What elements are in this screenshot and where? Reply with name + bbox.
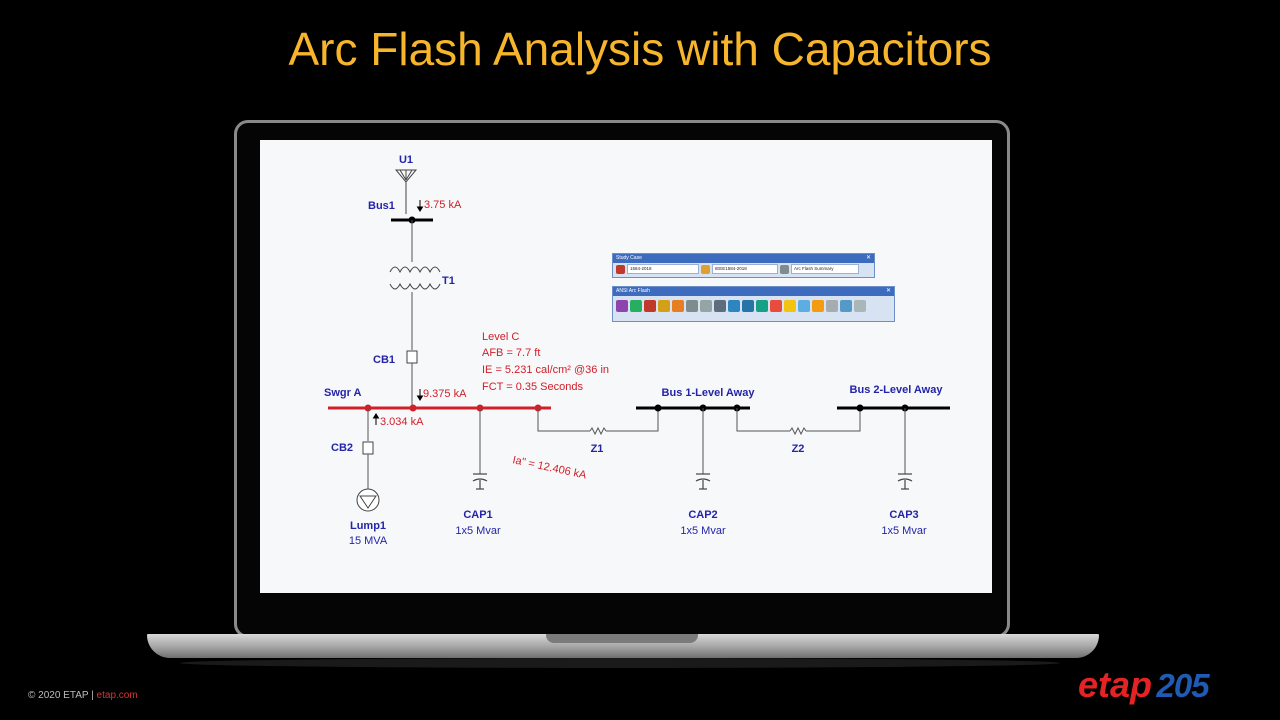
lump-rating: 15 MVA [349,535,388,547]
transformer-label: T1 [442,275,455,287]
cap2-rating: 1x5 Mvar [680,525,726,537]
z2-label: Z2 [792,443,805,455]
swgr-current-top: 9.375 kA [423,388,467,400]
cap1-rating: 1x5 Mvar [455,525,501,537]
result-fct: FCT = 0.35 Seconds [482,381,583,393]
swgr-current-bottom: 3.034 kA [380,416,424,428]
cap3-label: CAP3 [889,509,918,521]
bus-two-away-label: Bus 2-Level Away [850,384,944,396]
export-icon[interactable] [840,300,852,312]
tool-icon[interactable] [686,300,698,312]
utility-label: U1 [399,154,413,166]
laptop-notch [546,634,698,643]
etap-logo-word: etap [1078,664,1153,705]
study-case-toolbar-titlebar[interactable]: Study Case ✕ [613,254,874,263]
ruler-icon[interactable] [700,300,712,312]
etap-logo: etap 205 [1078,664,1248,710]
lump-load-icon[interactable] [356,488,380,512]
settings-icon[interactable] [854,300,866,312]
cap3-capacitor-icon[interactable] [897,473,913,490]
bus1-fault-current: 3.75 kA [424,199,462,211]
z1-impedance-icon[interactable] [589,426,607,436]
swgr-node-t1 [409,404,417,412]
cb2-label: CB2 [331,442,353,454]
study-case-toolbar-title: Study Case [616,255,642,261]
one-line-diagram-canvas[interactable]: U1 Bus1 3.75 kA T1 CB1 Swgr A 9.375 kA [260,140,992,593]
edit-icon[interactable] [658,300,670,312]
footer-separator: | [91,690,94,701]
footer: © 2020 ETAP | etap.com [28,690,138,701]
utility-icon[interactable] [394,169,418,214]
alert-icon[interactable] [644,300,656,312]
label-icon[interactable] [756,300,768,312]
report-icon[interactable] [780,264,789,274]
bus1-label: Bus1 [368,200,395,212]
z1-label: Z1 [591,443,604,455]
transformer-icon[interactable] [389,266,441,290]
bus-two-away-node-z2 [856,404,864,412]
cap3-rating: 1x5 Mvar [881,525,927,537]
standard-select[interactable]: IEEE1584-2018 [712,264,778,274]
footer-copyright: © 2020 ETAP [28,690,89,701]
bus-one-away-label: Bus 1-Level Away [662,387,756,399]
help-icon[interactable] [812,300,824,312]
one-line-diagram: U1 Bus1 3.75 kA T1 CB1 Swgr A 9.375 kA [324,154,950,547]
study-case-close-icon[interactable]: ✕ [865,255,871,261]
cap1-label: CAP1 [463,509,492,521]
run-arc-flash-icon[interactable] [616,300,628,312]
study-case-row: 1584-2018 IEEE1584-2018 Arc Flash Summar… [613,263,874,275]
cap1-capacitor-icon[interactable] [472,473,488,490]
bus-icon[interactable] [630,300,642,312]
warning-icon[interactable] [770,300,782,312]
globe-icon[interactable] [742,300,754,312]
stop-icon[interactable] [826,300,838,312]
cap2-capacitor-icon[interactable] [695,473,711,490]
image-icon[interactable] [784,300,796,312]
cb2-breaker-icon[interactable] [362,441,374,455]
bus-one-away-node-z1 [654,404,662,412]
swgr-arrow-bottom-icon [372,413,380,425]
footer-link[interactable]: etap.com [96,690,138,701]
arc-flash-close-icon[interactable]: ✕ [885,288,891,294]
cb1-breaker-icon[interactable] [406,350,418,364]
report-icon[interactable] [798,300,810,312]
result-level: Level C [482,331,519,343]
slide-title: Arc Flash Analysis with Capacitors [288,23,992,75]
arc-flash-toolbar-title: ANSI Arc Flash [616,288,650,294]
report-select[interactable]: Arc Flash Summary [791,264,859,274]
flag-icon[interactable] [672,300,684,312]
arc-flash-icon-row [613,296,894,316]
result-afb: AFB = 7.7 ft [482,347,540,359]
standard-icon[interactable] [701,264,710,274]
lump-label: Lump1 [350,520,386,532]
arc-flash-toolbar-titlebar[interactable]: ANSI Arc Flash ✕ [613,287,894,296]
sequence-icon[interactable] [728,300,740,312]
study-case-select[interactable]: 1584-2018 [627,264,699,274]
etap-logo-year: 20 [1156,667,1192,704]
arcing-current: Ia" = 12.406 kA [511,454,588,482]
z2-impedance-icon[interactable] [789,426,807,436]
study-case-icon[interactable] [616,264,625,274]
cb1-label: CB1 [373,354,395,366]
laptop-shadow [180,658,1060,668]
cap2-label: CAP2 [688,509,717,521]
study-case-toolbar[interactable]: Study Case ✕ 1584-2018 IEEE1584-2018 Arc… [612,253,875,278]
result-ie: IE = 5.231 cal/cm² @36 in [482,364,609,376]
swgr-label: Swgr A [324,387,362,399]
etap-logo-year-tail: 5 [1191,667,1209,704]
arc-flash-toolbar[interactable]: ANSI Arc Flash ✕ [612,286,895,322]
filter-icon[interactable] [714,300,726,312]
swgr-arrow-top-icon [416,389,424,401]
bus1-arrow-icon [416,200,424,212]
